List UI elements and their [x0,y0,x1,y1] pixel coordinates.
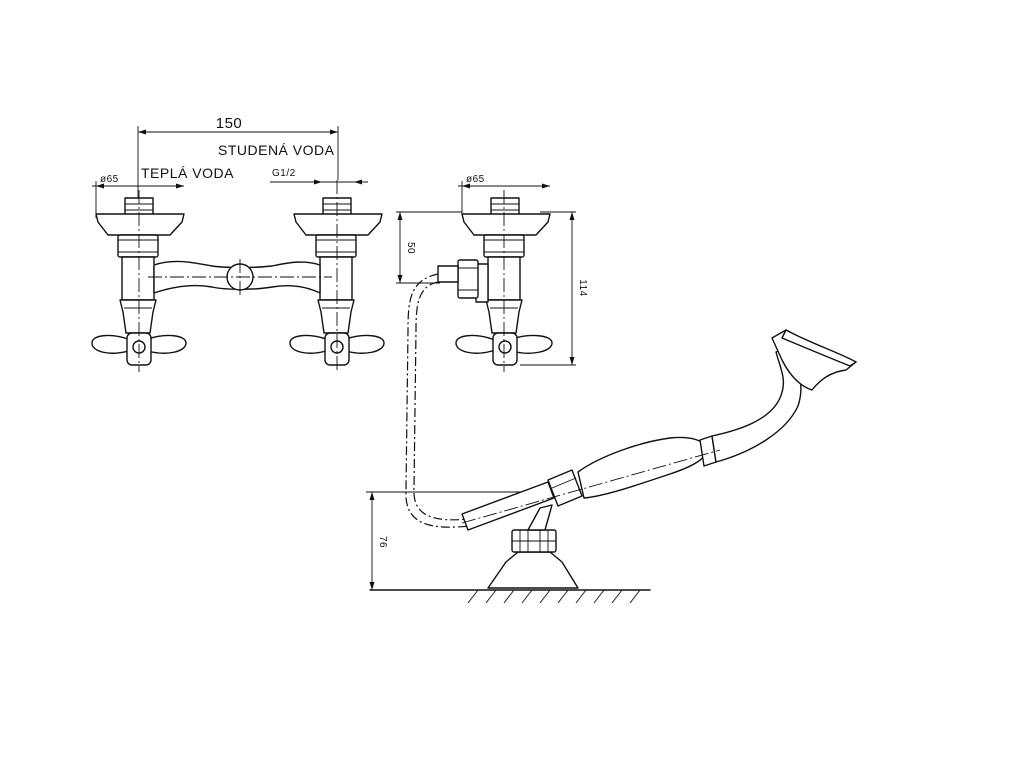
rosette-left-label: ø65 [100,174,119,185]
mixer-bridge [148,259,332,296]
side-valve [437,190,553,372]
dim-76 [366,491,530,590]
hand-shower [461,329,857,531]
front-view: 150 STUDENÁ VODA TEPLÁ VODA ø65 G1/2 [91,115,385,372]
dim-thread [270,179,368,185]
outlet-height-label: 50 [405,242,416,254]
holder-height-label: 76 [377,536,388,548]
dim-rosette-left [92,181,184,218]
dim-150 [137,126,339,205]
thread-label: G1/2 [272,168,296,179]
cold-water-label: STUDENÁ VODA [218,142,335,158]
dim-rosette-right [458,181,550,214]
side-view: ø65 50 114 [396,174,588,372]
hose [405,273,471,528]
hot-water-label: TEPLÁ VODA [141,165,234,181]
rosette-right-label: ø65 [466,174,485,185]
shower-holder: 76 [366,491,651,604]
projection-label: 114 [577,279,588,296]
dim-spacing-label: 150 [216,115,243,132]
dim-114 [520,211,576,366]
